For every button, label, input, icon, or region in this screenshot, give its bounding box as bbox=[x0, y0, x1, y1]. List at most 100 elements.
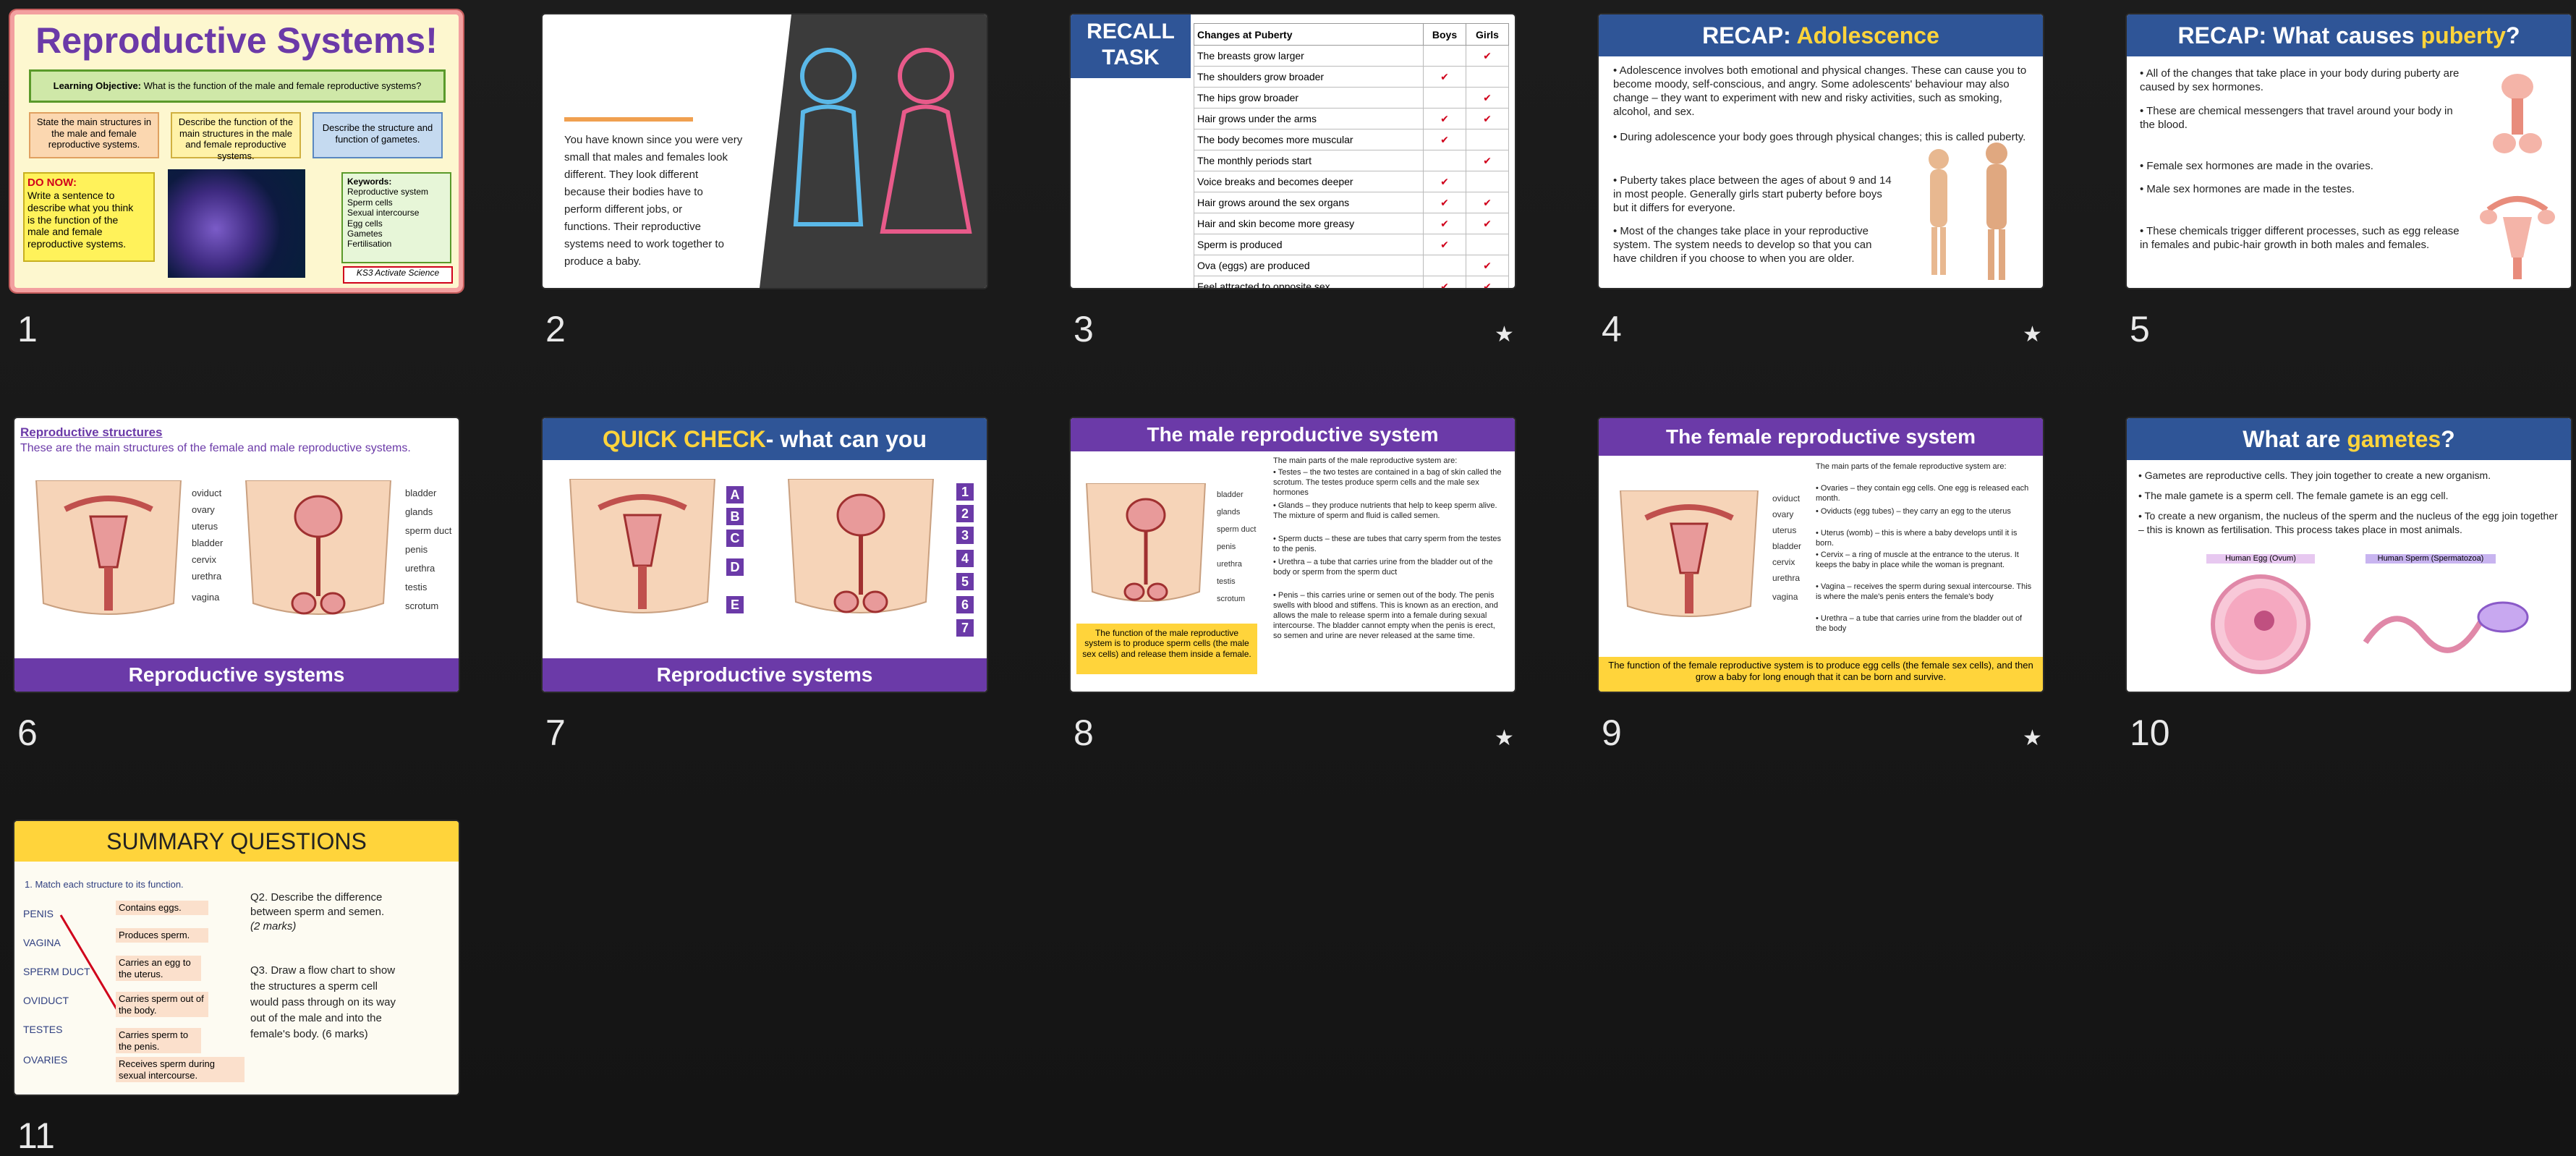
slide-10-title-prefix: What are bbox=[2243, 426, 2347, 452]
diagram-label: testis bbox=[1217, 577, 1236, 586]
slide-thumbnail-11[interactable]: SUMMARY QUESTIONS 1. Match each structur… bbox=[14, 821, 459, 1095]
slide-thumbnail-9[interactable]: The female reproductive system oviduct o… bbox=[1599, 418, 2043, 692]
table-cell: Voice breaks and becomes deeper bbox=[1194, 171, 1424, 192]
table-cell: Hair and skin become more greasy bbox=[1194, 213, 1424, 234]
slide-number-2: 2 bbox=[545, 309, 566, 349]
slide-11-q3-line: the structures a sperm cell bbox=[250, 980, 378, 993]
function-label: Carries an egg to the uterus. bbox=[116, 956, 201, 982]
function-label: Contains eggs. bbox=[116, 901, 208, 915]
slide-1-objective: What is the function of the male and fem… bbox=[143, 80, 422, 91]
slide-7-male-diagram bbox=[787, 479, 935, 613]
table-row: Feel attracted to opposite sex✔✔ bbox=[1194, 276, 1509, 288]
slide-11-q3-line: out of the male and into the bbox=[250, 1012, 382, 1024]
slide-8-male-diagram bbox=[1085, 483, 1207, 602]
diagram-label: scrotum bbox=[1217, 595, 1246, 603]
slide-thumbnail-8[interactable]: The male reproductive system bladder gla… bbox=[1071, 418, 1515, 692]
slide-thumbnail-7[interactable]: QUICK CHECK- what can you remember? A B … bbox=[543, 418, 987, 692]
table-cell bbox=[1466, 129, 1509, 150]
animation-star-icon[interactable]: ★ bbox=[1495, 726, 1514, 751]
table-cell bbox=[1423, 150, 1466, 171]
slide-7-female-diagram bbox=[569, 479, 716, 613]
diagram-label: ovary bbox=[192, 504, 215, 515]
quiz-letter-badge: A bbox=[726, 486, 744, 503]
slide-5-male-organs-illustration bbox=[2493, 74, 2542, 153]
slide-1-outcome-3: Describe the structure and function of g… bbox=[313, 112, 443, 158]
slide-8-bullet: • Glands – they produce nutrients that h… bbox=[1273, 501, 1497, 520]
diagram-label: urethra bbox=[192, 571, 222, 582]
slide-11-q3-line: would pass through on its way bbox=[250, 996, 396, 1008]
slide-10-sperm-cell-diagram bbox=[2363, 601, 2529, 653]
slide-thumbnail-10[interactable]: What are gametes? • Gametes are reproduc… bbox=[2127, 418, 2571, 692]
slide-9-bullet: • Urethra – a tube that carries urine fr… bbox=[1816, 614, 2023, 633]
slide-number-10: 10 bbox=[2130, 713, 2170, 753]
slide-thumbnail-4[interactable]: RECAP: Adolescence • Adolescence involve… bbox=[1599, 14, 2043, 288]
slide-1-do-now-line: male and female bbox=[27, 226, 103, 238]
slide-3-puberty-table: Changes at Puberty Boys Girls The breast… bbox=[1194, 23, 1509, 288]
slide-1-keyword: Egg cells bbox=[347, 218, 383, 229]
slide-number-8: 8 bbox=[1074, 713, 1094, 753]
slide-thumbnail-6[interactable]: Reproductive structures These are the ma… bbox=[14, 418, 459, 692]
table-cell: The body becomes more muscular bbox=[1194, 129, 1424, 150]
slide-10-sperm-caption: Human Sperm (Spermatozoa) bbox=[2365, 554, 2496, 564]
animation-star-icon[interactable]: ★ bbox=[2023, 726, 2042, 751]
slide-10-bullet: • The male gamete is a sperm cell. The f… bbox=[2138, 490, 2449, 501]
table-cell: The hips grow broader bbox=[1194, 87, 1424, 109]
slide-10-title-highlight: gametes bbox=[2347, 426, 2441, 452]
slide-8-function-box: The function of the male reproductive sy… bbox=[1076, 624, 1257, 674]
quiz-number-badge: 4 bbox=[956, 550, 974, 567]
slide-1-keyword: Sexual intercourse bbox=[347, 208, 420, 218]
slide-2-line: You have known since you were very bbox=[564, 134, 743, 146]
slide-4-people-illustration bbox=[1929, 143, 2007, 280]
slide-1-do-now-line: Write a sentence to bbox=[27, 190, 115, 201]
quiz-letter-badge: E bbox=[726, 596, 744, 613]
table-cell: ✔ bbox=[1423, 276, 1466, 288]
function-label: Receives sperm during sexual intercourse… bbox=[116, 1057, 245, 1083]
slide-thumbnail-2[interactable]: You have known since you were very small… bbox=[543, 14, 987, 288]
table-cell: ✔ bbox=[1423, 192, 1466, 213]
slide-9-bullet: • Cervix – a ring of muscle at the entra… bbox=[1816, 551, 2019, 569]
structure-label: TESTES bbox=[23, 1024, 63, 1035]
table-row: Hair grows under the arms✔✔ bbox=[1194, 108, 1509, 129]
function-label: Carries sperm to the penis. bbox=[116, 1028, 201, 1054]
slide-1-objective-bar: Learning Objective: What is the function… bbox=[29, 69, 446, 103]
slide-2-line: systems need to work together to bbox=[564, 238, 724, 250]
table-cell: ✔ bbox=[1423, 234, 1466, 255]
diagram-label: bladder bbox=[1772, 541, 1802, 551]
table-cell: ✔ bbox=[1423, 213, 1466, 234]
slide-thumbnail-5[interactable]: RECAP: What causes puberty? • All of the… bbox=[2127, 14, 2571, 288]
slide-10-bullet: • Gametes are reproductive cells. They j… bbox=[2138, 469, 2491, 481]
slide-11-q3: Q3. Draw a flow chart to show the struct… bbox=[250, 963, 453, 1042]
slide-1-fertilisation-image bbox=[168, 169, 305, 278]
table-cell bbox=[1466, 171, 1509, 192]
slide-2-line: because their bodies have to bbox=[564, 186, 703, 198]
slide-2-line: produce a baby. bbox=[564, 255, 642, 268]
table-cell: ✔ bbox=[1466, 192, 1509, 213]
slide-1-do-now-title: DO NOW: bbox=[27, 177, 77, 189]
table-row: Ova (eggs) are produced✔ bbox=[1194, 255, 1509, 276]
slide-7-footer: Reproductive systems bbox=[543, 658, 987, 692]
slide-5-bullet: • Female sex hormones are made in the ov… bbox=[2140, 160, 2373, 172]
slide-5-bullet: • These are chemical messengers that tra… bbox=[2140, 105, 2453, 131]
slide-9-intro: The main parts of the female reproductiv… bbox=[1816, 462, 2007, 471]
structure-label: SPERM DUCT bbox=[23, 966, 90, 977]
slide-1-do-now-box: DO NOW: Write a sentence to describe wha… bbox=[23, 172, 155, 262]
structure-label: OVARIES bbox=[23, 1054, 68, 1066]
diagram-label: oviduct bbox=[1772, 493, 1801, 503]
structure-label: PENIS bbox=[23, 908, 54, 919]
table-cell: Hair grows around the sex organs bbox=[1194, 192, 1424, 213]
slide-1-footer-tag: KS3 Activate Science bbox=[343, 266, 453, 284]
slide-3-title-line: TASK bbox=[1102, 46, 1160, 69]
diagram-label: bladder bbox=[1217, 490, 1244, 499]
diagram-label: cervix bbox=[192, 554, 216, 565]
slide-1-keywords-box: Keywords: Reproductive system Sperm cell… bbox=[341, 172, 451, 263]
animation-star-icon[interactable]: ★ bbox=[1495, 322, 1514, 347]
slide-thumbnail-3[interactable]: RECALL TASK Changes at Puberty Boys Girl… bbox=[1071, 14, 1515, 288]
slide-thumbnail-1[interactable]: Reproductive Systems! Learning Objective… bbox=[14, 14, 459, 288]
slide-4-bullet: • Puberty takes place between the ages o… bbox=[1613, 174, 1892, 214]
slide-1-keyword: Fertilisation bbox=[347, 239, 392, 250]
diagram-label: sperm duct bbox=[1217, 525, 1257, 534]
table-cell: ✔ bbox=[1466, 276, 1509, 288]
slide-2-line: different. They look different bbox=[564, 169, 699, 181]
animation-star-icon[interactable]: ★ bbox=[2023, 322, 2042, 347]
slide-10-egg-cell-diagram bbox=[2211, 574, 2311, 674]
